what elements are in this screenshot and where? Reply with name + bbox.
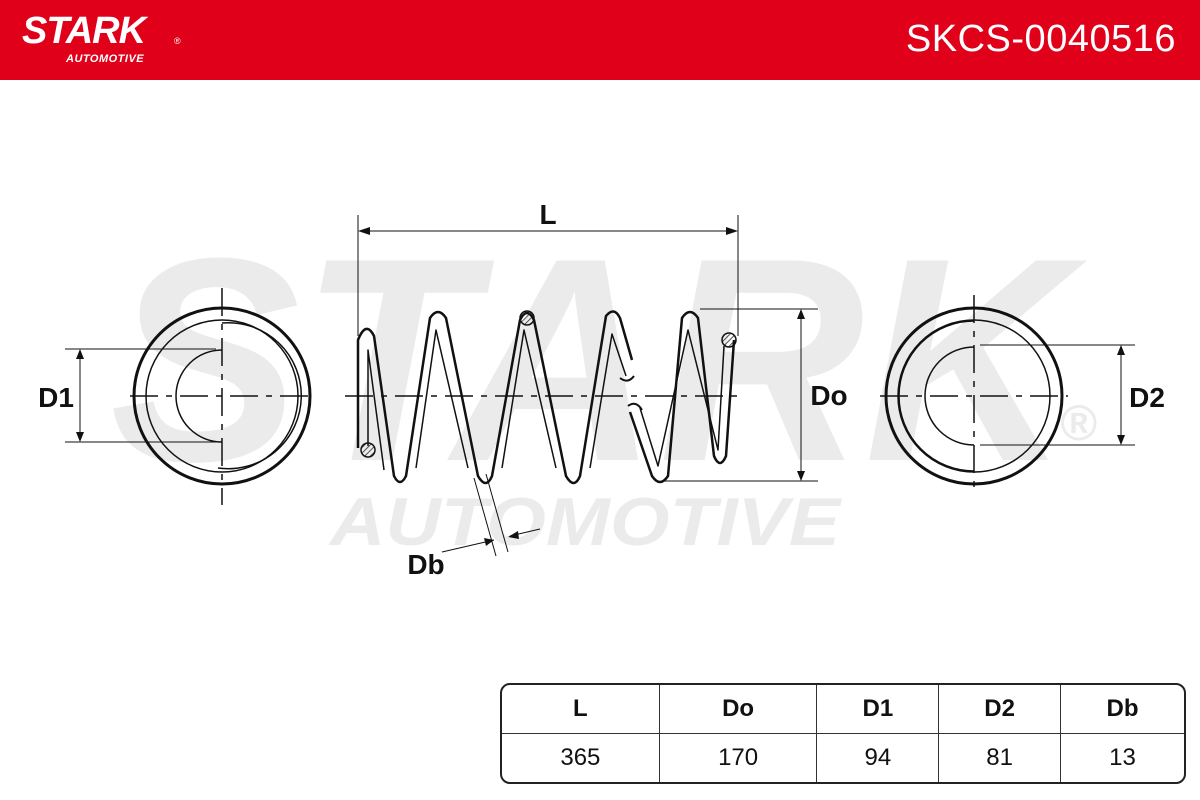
header-bar: STARK ® AUTOMOTIVE SKCS-0040516: [0, 0, 1200, 80]
spec-value-l: 365: [502, 734, 660, 782]
spec-value-d2: 81: [939, 734, 1061, 782]
spec-value-db: 13: [1109, 744, 1136, 771]
spec-value-d1: 94: [817, 734, 940, 782]
brand-registered-mark: ®: [174, 36, 181, 46]
brand-subtitle: AUTOMOTIVE: [66, 53, 145, 65]
label-db: Db: [407, 549, 444, 580]
spring-side-view: [345, 310, 740, 485]
label-l: L: [539, 199, 556, 230]
watermark: STARK AUTOMOTIVE ®: [110, 198, 1097, 560]
label-d2: D2: [1129, 382, 1165, 413]
spec-table-header-row: L Do D1 D2 Db: [502, 685, 1184, 734]
dimension-db: [441, 473, 541, 557]
spec-header-d2: D2: [939, 685, 1061, 734]
right-end-view: [880, 295, 1135, 490]
spec-table: L Do D1 D2 Db 365 170 94 81 13: [500, 683, 1186, 784]
watermark-registered: ®: [1060, 395, 1097, 451]
label-do: Do: [810, 380, 847, 411]
dimension-do: [662, 308, 818, 482]
spring-drawing: STARK AUTOMOTIVE ® D1 D2: [38, 198, 1165, 580]
brand-name: STARK: [22, 10, 146, 52]
watermark-stark: STARK: [110, 198, 1091, 522]
spec-header-db: Db: [1061, 685, 1184, 734]
spec-header-d1: D1: [817, 685, 940, 734]
spec-value-do: 170: [660, 734, 818, 782]
part-number: SKCS-0040516: [905, 18, 1176, 60]
watermark-automotive: AUTOMOTIVE: [328, 484, 843, 560]
spec-table-value-row: 365 170 94 81 13: [502, 734, 1184, 782]
label-d1: D1: [38, 382, 74, 413]
spec-header-do: Do: [659, 685, 818, 734]
left-end-view: [65, 288, 314, 505]
spec-header-l: L: [502, 685, 660, 734]
dimension-l: [357, 215, 739, 336]
brand-logo: STARK ® AUTOMOTIVE: [22, 10, 181, 65]
